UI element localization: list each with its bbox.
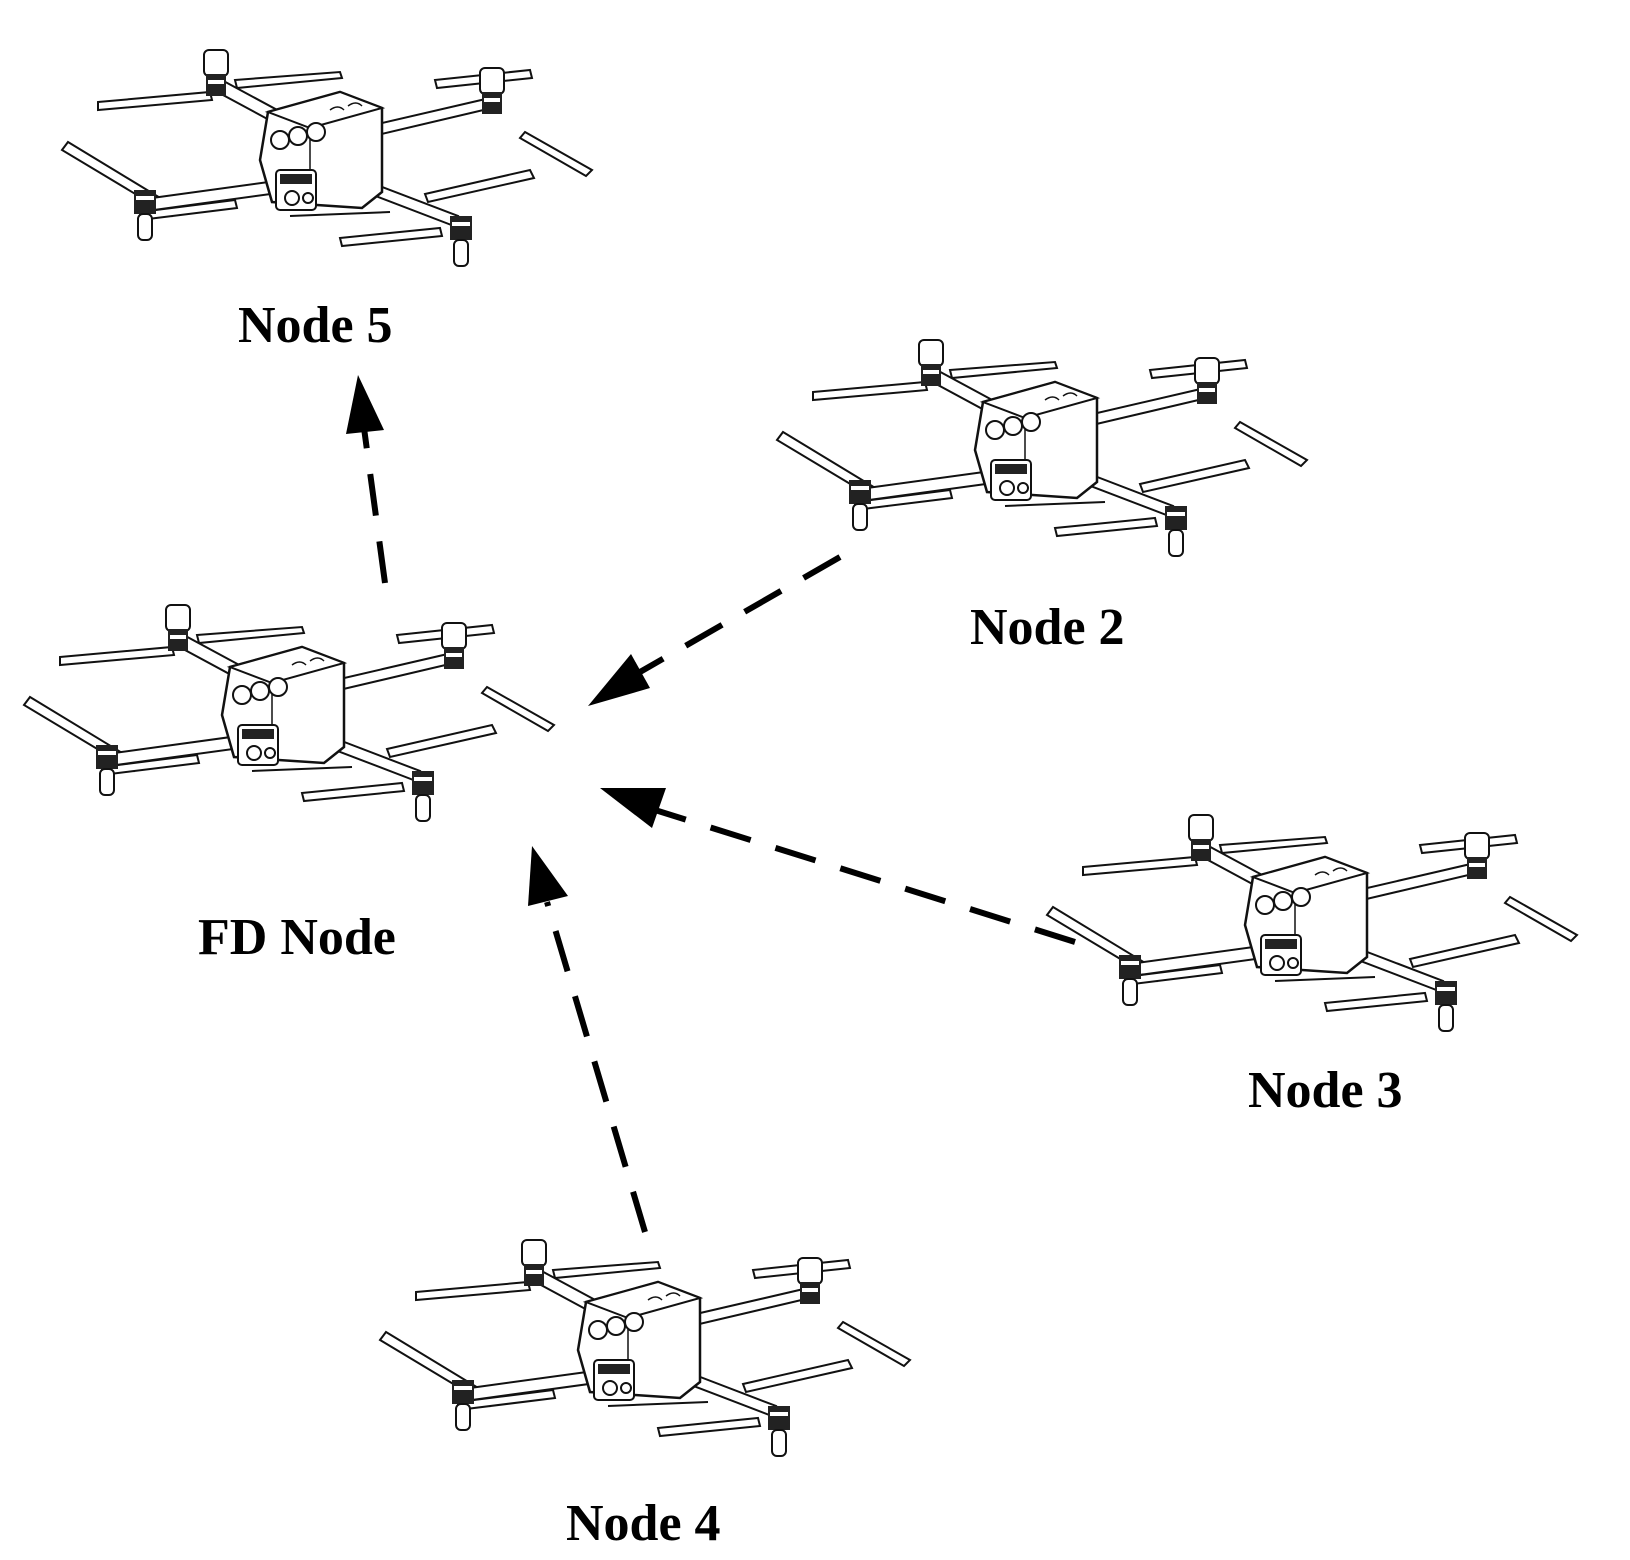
node-5-label: Node 5	[238, 297, 393, 354]
arrowhead-node5	[346, 375, 384, 434]
link-fd-to-node5-line	[361, 427, 388, 584]
link-node3-to-fd-line	[654, 807, 1076, 945]
arrowhead-fd-from-node2	[588, 654, 650, 706]
arrowhead-fd-from-node4	[528, 846, 568, 906]
fd-node-label: FD Node	[198, 909, 396, 966]
node-2-label: Node 2	[970, 599, 1125, 656]
drone-node-2-icon	[775, 338, 1309, 558]
node-3-label: Node 3	[1248, 1062, 1403, 1119]
link-node4-to-fd-line	[544, 901, 648, 1233]
drone-node-4-icon	[378, 1238, 912, 1458]
node-4-label: Node 4	[566, 1495, 721, 1552]
drone-fd-node-icon	[22, 603, 556, 823]
drone-node-3-icon	[1045, 813, 1579, 1033]
drone-node-5-icon	[60, 48, 594, 268]
arrowhead-fd-from-node3	[600, 788, 666, 828]
link-node2-to-fd-line	[638, 554, 842, 675]
